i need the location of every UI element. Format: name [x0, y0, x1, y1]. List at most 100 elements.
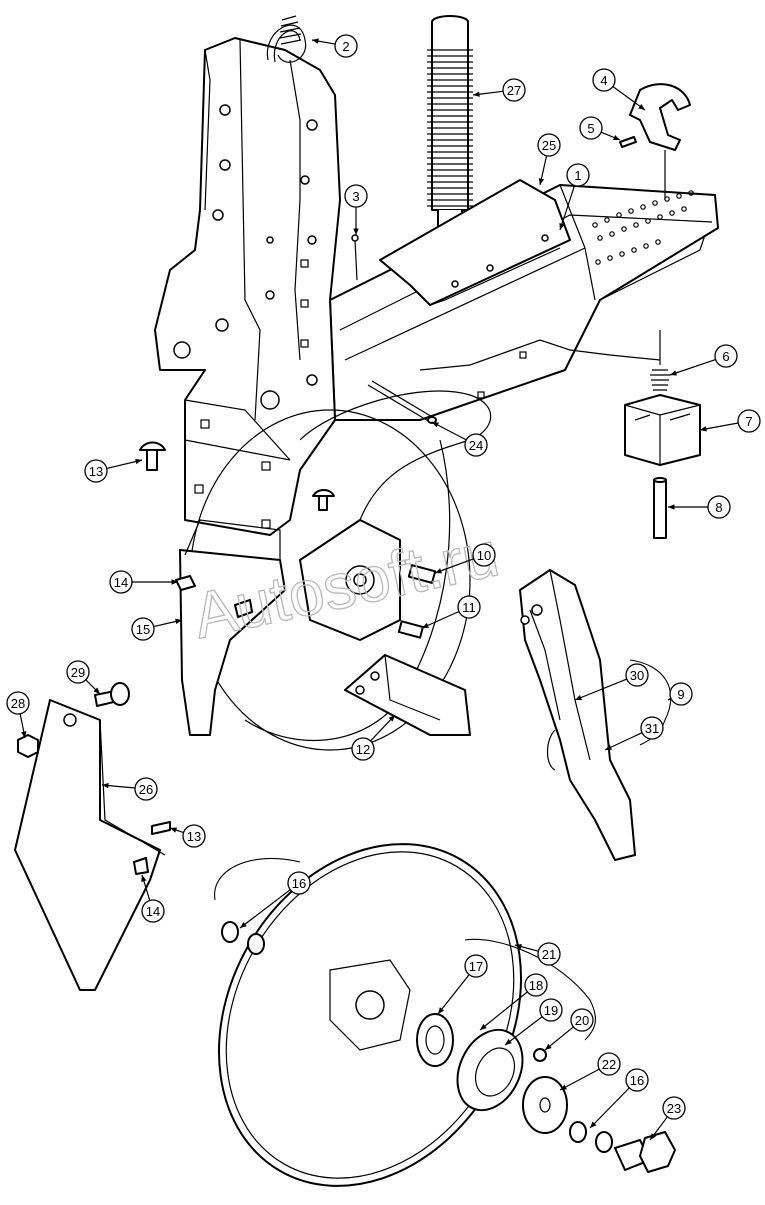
callout-number: 6 — [722, 349, 729, 364]
callout-25: 25 — [537, 133, 561, 186]
callout-6: 6 — [669, 344, 738, 376]
callout-circle — [707, 495, 731, 519]
axle-bracket — [299, 519, 437, 641]
callout-arrowhead — [605, 744, 612, 750]
callout-14a: 14 — [109, 570, 178, 594]
callout-layer: 1234567891011121313141415161617181920212… — [6, 34, 761, 1141]
callout-10: 10 — [434, 543, 496, 574]
callout-arrowhead — [312, 38, 319, 44]
callout-number: 12 — [356, 742, 370, 757]
callout-23: 23 — [649, 1096, 686, 1141]
callout-arrowhead — [353, 228, 359, 235]
callout-leader-line — [239, 889, 291, 929]
callout-leader-line — [669, 358, 716, 376]
callout-arrowhead — [590, 1121, 597, 1128]
carriage-bolts — [139, 441, 335, 591]
callout-leader-line — [437, 974, 470, 1015]
callout-arrowhead — [613, 135, 620, 141]
coulter-disc — [218, 843, 522, 1187]
callout-leader-line — [699, 422, 739, 431]
callout-number: 17 — [469, 959, 483, 974]
callout-arrowhead — [670, 370, 677, 376]
callout-circle — [351, 737, 375, 761]
callout-circle — [182, 824, 206, 848]
callout-circle — [344, 184, 368, 208]
callout-number: 20 — [575, 1013, 589, 1028]
callout-circle — [457, 595, 481, 619]
callout-circle — [625, 1068, 649, 1092]
callout-circle — [524, 973, 548, 997]
callout-circle — [566, 163, 590, 187]
callout-number: 4 — [600, 73, 607, 88]
callout-1: 1 — [559, 163, 590, 231]
callout-2: 2 — [311, 34, 358, 58]
callout-5: 5 — [579, 116, 621, 141]
callout-number: 28 — [11, 696, 25, 711]
callout-number: 30 — [630, 668, 644, 683]
callout-circle — [714, 344, 738, 368]
latch-handle — [619, 83, 691, 200]
callout-circle — [464, 433, 488, 457]
callout-3: 3 — [344, 184, 368, 235]
left-shield — [179, 519, 286, 736]
callout-number: 14 — [114, 575, 128, 590]
callout-20: 20 — [544, 1008, 594, 1051]
callout-number: 10 — [477, 548, 491, 563]
callout-circle — [570, 1008, 594, 1032]
callout-arrowhead — [538, 178, 545, 185]
callout-arrowhead — [545, 1043, 552, 1050]
callout-8: 8 — [668, 495, 731, 519]
callout-arrowhead — [438, 1007, 445, 1014]
callout-circle — [134, 777, 158, 801]
callout-number: 31 — [645, 721, 659, 736]
callout-number: 27 — [507, 83, 521, 98]
callout-circle — [625, 663, 649, 687]
callout-number: 7 — [745, 414, 752, 429]
callout-16a: 16 — [239, 871, 311, 929]
callout-number: 15 — [136, 622, 150, 637]
vertical-standard — [154, 37, 341, 536]
callout-circle — [84, 459, 108, 483]
callout-13a: 13 — [84, 458, 143, 483]
callout-arrowhead — [700, 426, 707, 432]
spring-block-pin-assembly — [624, 330, 701, 539]
callout-leader-line — [574, 678, 628, 701]
callout-circle — [579, 116, 603, 140]
callout-leader-line — [559, 185, 576, 231]
callout-27: 27 — [472, 78, 526, 102]
callout-number: 19 — [544, 1003, 558, 1018]
callout-leader-line — [604, 732, 643, 751]
callout-number: 3 — [352, 189, 359, 204]
callout-28: 28 — [6, 691, 30, 739]
hub-assembly — [221, 921, 676, 1173]
bracket-group-21 — [464, 938, 596, 1041]
callout-number: 24 — [469, 438, 483, 453]
callout-29: 29 — [66, 660, 101, 695]
callout-arrowhead — [575, 695, 582, 701]
callout-number: 2 — [342, 39, 349, 54]
callout-circle — [537, 942, 561, 966]
callout-arrowhead — [668, 504, 675, 510]
callout-arrowhead — [102, 782, 109, 789]
callout-18: 18 — [479, 973, 548, 1031]
callout-circle — [662, 1096, 686, 1120]
callout-17: 17 — [437, 954, 488, 1015]
callout-circle — [502, 78, 526, 102]
seed-boot-assembly — [519, 569, 636, 861]
callout-number: 14 — [146, 904, 160, 919]
callout-circle — [539, 998, 563, 1022]
callout-21: 21 — [514, 942, 561, 966]
callout-number: 8 — [715, 500, 722, 515]
callout-leader-line — [434, 558, 474, 574]
callout-arrowhead — [93, 687, 100, 694]
callout-22: 22 — [559, 1052, 621, 1091]
callout-number: 21 — [542, 947, 556, 962]
pin-3 — [351, 234, 359, 281]
long-rod — [367, 380, 437, 424]
callout-arrowhead — [432, 422, 439, 428]
top-spring-coil — [266, 15, 307, 63]
callout-14b: 14 — [141, 874, 165, 923]
callout-circle — [597, 1052, 621, 1076]
callout-number: 5 — [587, 121, 594, 136]
